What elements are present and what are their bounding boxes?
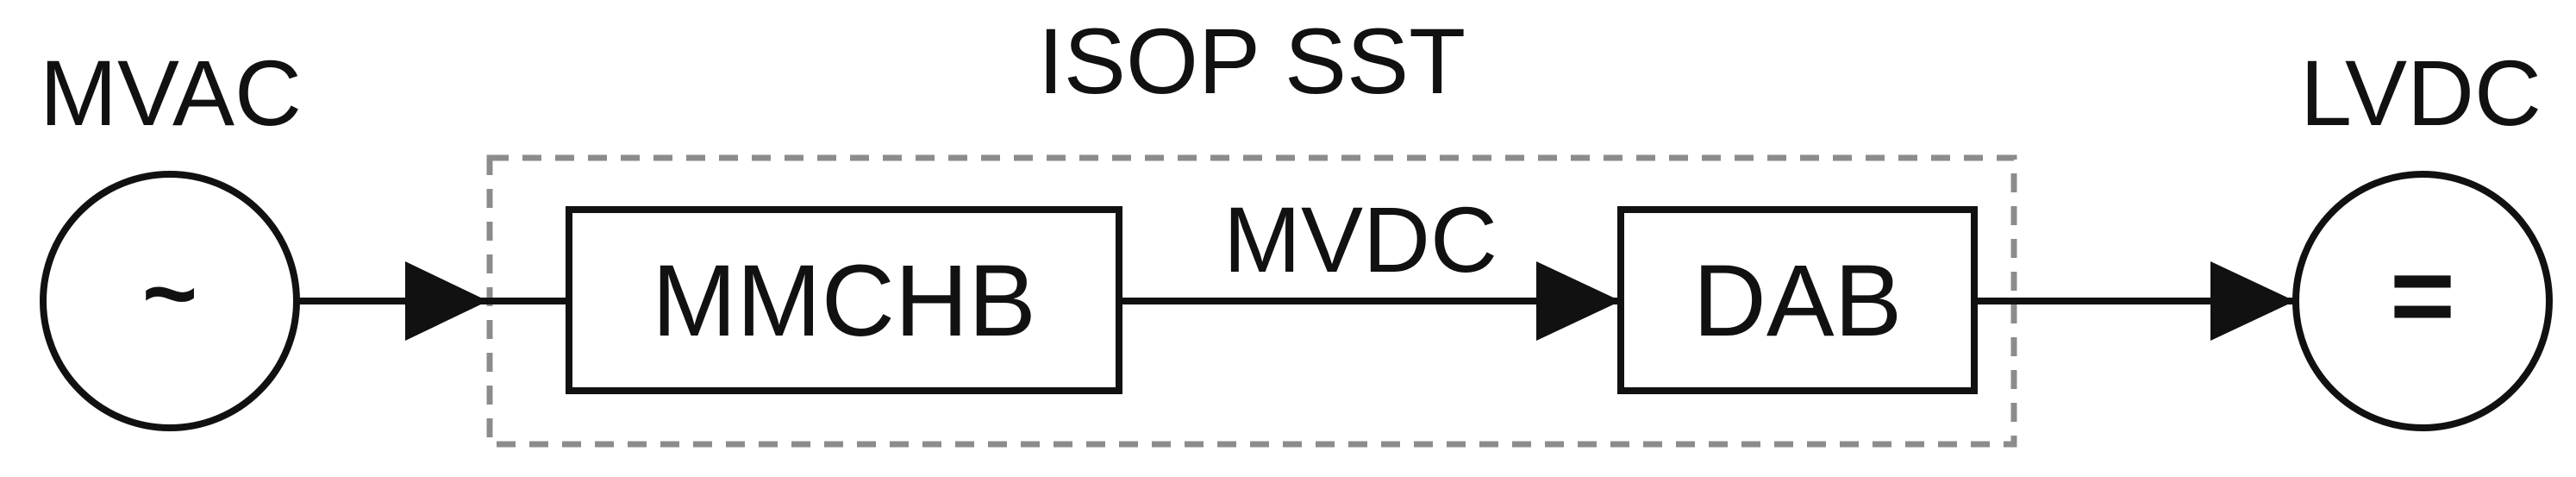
mvdc-label: MVDC [1223,187,1497,292]
mvac-label: MVAC [40,41,302,145]
mvac-source-symbol: ~ [142,241,197,347]
lvdc-label: LVDC [2300,41,2542,145]
dab-label: DAB [1693,244,1903,358]
mmchb-label: MMCHB [652,244,1036,358]
sst-title: ISOP SST [1038,9,1466,113]
mmchb-block [566,206,1122,394]
lvdc-sink-symbol: = [2390,232,2455,358]
output-arrowhead [2210,261,2295,341]
dab-block [1617,206,1978,394]
mvdc-link-arrowhead [1536,261,1621,341]
input-arrowhead [405,261,488,341]
lvdc-sink-circle [2292,171,2553,431]
